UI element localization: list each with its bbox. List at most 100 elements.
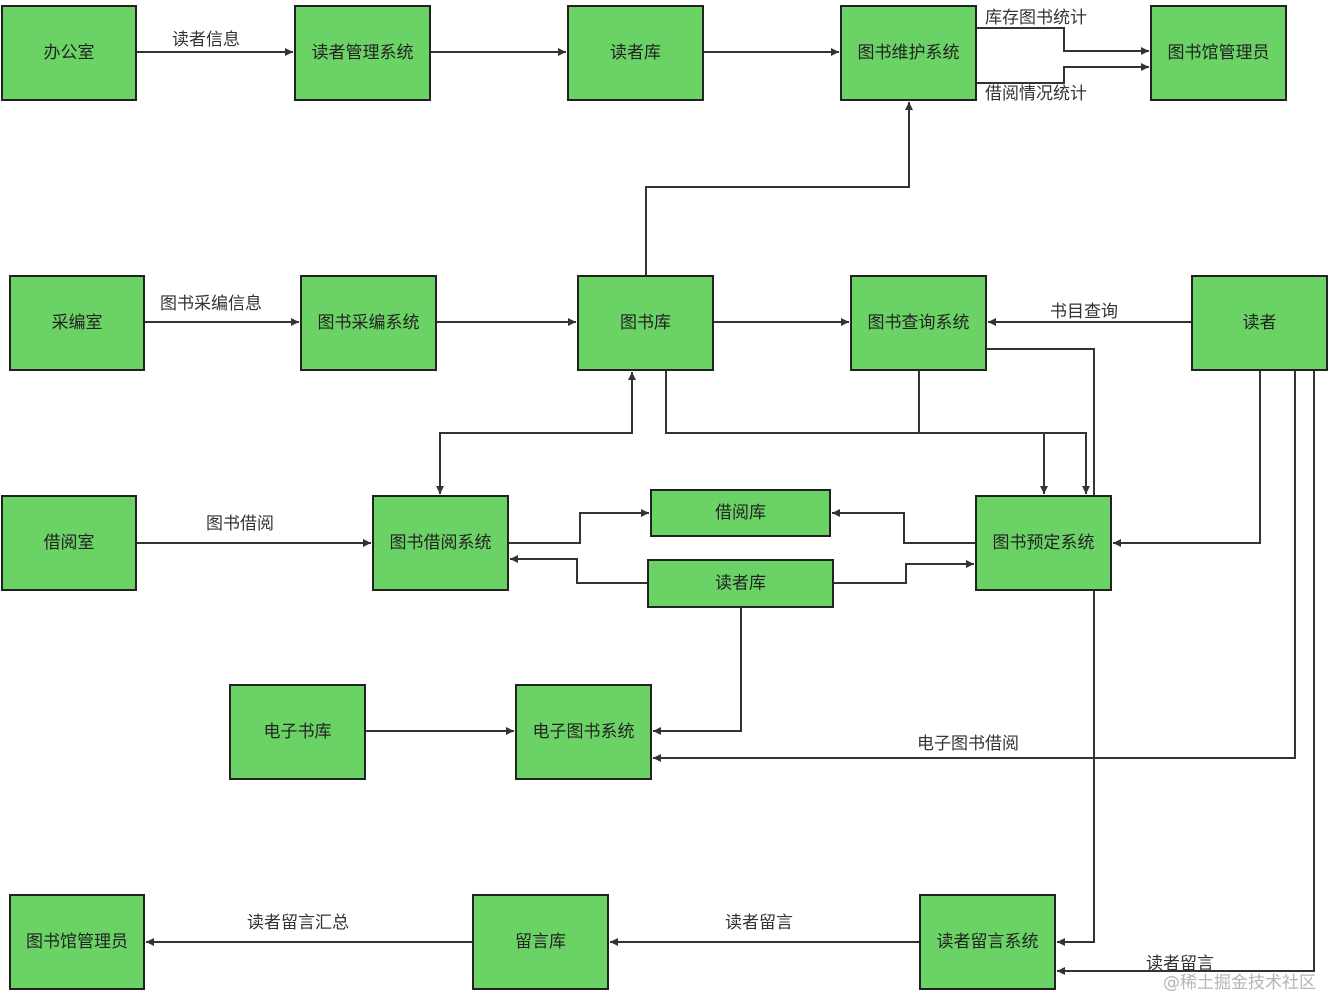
edge-query_sys-to-reserve_sys — [918, 370, 1048, 494]
edge-label: 库存图书统计 — [985, 8, 1087, 28]
node-label: 读者库 — [715, 574, 766, 594]
node-label: 留言库 — [515, 932, 566, 952]
edges-layer: 读者信息库存图书统计借阅情况统计图书采编信息书目查询图书借阅电子图书借阅读者留言… — [136, 8, 1315, 975]
edge-arrow — [653, 370, 1296, 762]
edge-label: 书目查询 — [1050, 302, 1118, 322]
node-box — [229, 684, 366, 780]
node-label: 读者管理系统 — [312, 43, 414, 63]
edge-msg_sys-to-msg_db: 读者留言 — [610, 913, 920, 946]
edge-label: 图书采编信息 — [160, 294, 262, 314]
watermark-text: @稀土掘金技术社区 — [1163, 973, 1316, 993]
node-label: 电子书库 — [264, 722, 332, 742]
node-office: 办公室 — [1, 5, 137, 101]
node-label: 借阅库 — [715, 503, 766, 523]
node-box — [9, 894, 145, 990]
edge-reader-to-query_sys: 书目查询 — [988, 302, 1192, 326]
edge-arrow — [986, 348, 1095, 946]
edge-arrow — [918, 370, 1048, 494]
node-label: 图书查询系统 — [868, 313, 970, 333]
node-loan-room: 借阅室 — [1, 495, 137, 591]
node-box — [975, 495, 1112, 591]
node-box — [650, 489, 831, 537]
node-box — [1, 495, 137, 591]
node-box — [1150, 5, 1287, 101]
node-reader-db-mid: 读者库 — [647, 559, 834, 608]
node-librarian-bottom: 图书馆管理员 — [9, 894, 145, 990]
edge-acq_room-to-acq_sys: 图书采编信息 — [144, 294, 299, 326]
edge-label: 图书借阅 — [206, 514, 274, 534]
edge-arrow — [1113, 370, 1261, 547]
edge-reader-to-msg_sys: 读者留言 — [1057, 370, 1315, 975]
node-box — [300, 275, 437, 371]
edge-reader_db_mid-to-ebook_sys — [653, 607, 742, 735]
edge-loan_sys-to-book_db — [440, 372, 636, 434]
node-label: 读者库 — [610, 43, 661, 63]
node-loan-db: 借阅库 — [650, 489, 831, 537]
node-book-db: 图书库 — [577, 275, 714, 371]
node-msg-sys: 读者留言系统 — [919, 894, 1056, 990]
node-acq-room: 采编室 — [9, 275, 145, 371]
edge-arrow — [665, 370, 1090, 494]
node-librarian-top: 图书馆管理员 — [1150, 5, 1287, 101]
edge-arrow — [645, 102, 913, 276]
edge-label: 读者留言 — [1146, 954, 1214, 974]
node-box — [647, 559, 834, 608]
edge-arrow — [436, 432, 632, 494]
node-box — [567, 5, 704, 101]
edge-book_db-to-book_maint — [645, 102, 913, 276]
node-label: 图书馆管理员 — [1168, 43, 1270, 63]
node-label: 读者留言系统 — [937, 932, 1039, 952]
edge-arrow — [833, 560, 974, 584]
edge-loan_room-to-loan_sys: 图书借阅 — [136, 514, 371, 547]
edge-arrow — [1057, 370, 1315, 975]
node-label: 图书预定系统 — [993, 533, 1095, 553]
node-label: 图书采编系统 — [318, 313, 420, 333]
edge-reader_db_mid-to-loan_sys — [510, 555, 648, 584]
edge-office-to-reader_mgmt: 读者信息 — [136, 30, 293, 56]
node-box — [472, 894, 609, 990]
node-box — [840, 5, 977, 101]
node-label: 图书库 — [620, 313, 671, 333]
node-ebook-db: 电子书库 — [229, 684, 366, 780]
node-reader-mgmt: 读者管理系统 — [294, 5, 431, 101]
node-label: 图书馆管理员 — [26, 932, 128, 952]
edge-query_sys-to-msg_sys — [986, 348, 1095, 946]
node-reserve-sys: 图书预定系统 — [975, 495, 1112, 591]
node-loan-sys: 图书借阅系统 — [372, 495, 509, 591]
edge-book_db-to-loan_sys — [436, 432, 632, 494]
edge-loan_sys-to-loan_db — [508, 509, 649, 544]
edge-reserve_sys-to-loan_db — [832, 509, 976, 544]
node-label: 借阅室 — [44, 533, 95, 553]
node-box — [577, 275, 714, 371]
edge-reader-to-ebook_sys: 电子图书借阅 — [653, 370, 1296, 762]
nodes-layer: 办公室读者管理系统读者库图书维护系统图书馆管理员采编室图书采编系统图书库图书查询… — [1, 5, 1328, 990]
edge-book_db-to-reserve_sys — [665, 370, 1090, 494]
edge-label: 读者信息 — [172, 30, 240, 50]
edge-label: 电子图书借阅 — [917, 734, 1019, 754]
node-label: 办公室 — [44, 43, 95, 63]
edge-arrow — [832, 509, 976, 544]
node-box — [372, 495, 509, 591]
node-label: 读者 — [1243, 313, 1277, 333]
node-label: 图书维护系统 — [858, 43, 960, 63]
node-ebook-sys: 电子图书系统 — [515, 684, 652, 780]
edge-arrow — [440, 372, 636, 434]
edge-reader-to-reserve_sys — [1113, 370, 1261, 547]
node-box — [850, 275, 987, 371]
node-box — [515, 684, 652, 780]
node-box — [1191, 275, 1328, 371]
edge-book_maint-to-librarian_top: 借阅情况统计 — [976, 63, 1149, 104]
edge-arrow — [508, 509, 649, 544]
node-msg-db: 留言库 — [472, 894, 609, 990]
node-label: 电子图书系统 — [533, 722, 635, 742]
node-reader: 读者 — [1191, 275, 1328, 371]
edge-label: 读者留言 — [725, 913, 793, 933]
node-label: 图书借阅系统 — [390, 533, 492, 553]
node-box — [1, 5, 137, 101]
node-box — [9, 275, 145, 371]
edge-label: 借阅情况统计 — [985, 84, 1087, 104]
edge-arrow — [976, 63, 1149, 84]
edge-book_maint-to-librarian_top: 库存图书统计 — [976, 8, 1149, 55]
node-query-sys: 图书查询系统 — [850, 275, 987, 371]
node-label: 采编室 — [52, 313, 103, 333]
